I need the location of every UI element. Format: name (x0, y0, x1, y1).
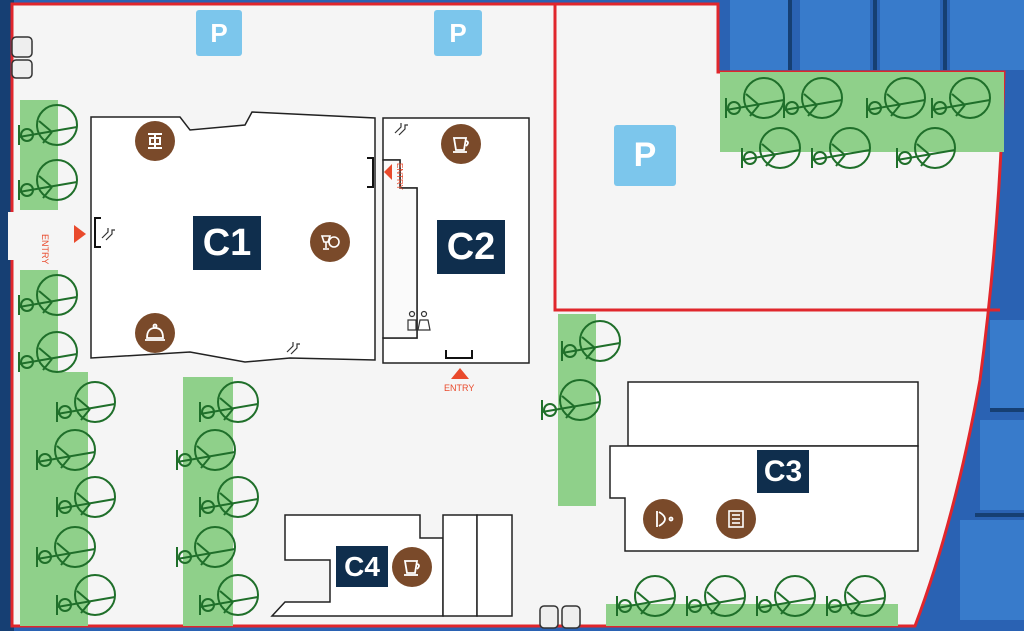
stairs-icon (101, 228, 115, 241)
tree-icon (18, 331, 78, 373)
parking-label: P (210, 17, 228, 48)
building-c4-annex-b (476, 514, 513, 617)
restroom-icon (407, 310, 431, 331)
entry-label-south: ENTRY (444, 383, 475, 393)
drinks-icon[interactable] (310, 222, 350, 262)
tree-icon (56, 476, 116, 518)
restaurant-menu-icon[interactable] (716, 499, 756, 539)
tree-icon (199, 381, 259, 423)
building-label-c1: C1 (193, 216, 261, 270)
building-label-c2: C2 (437, 220, 505, 274)
building-label-c3: C3 (757, 450, 809, 493)
tree-icon (36, 526, 96, 568)
building-label-c4: C4 (336, 546, 388, 587)
parking-lot-boundary (553, 4, 1000, 312)
trees (18, 77, 991, 617)
parking-sign: P (434, 10, 482, 56)
tree-icon (18, 274, 78, 316)
door-c2-south (445, 350, 473, 359)
coffee-cup-icon[interactable] (441, 124, 481, 164)
parking-sign: P (196, 10, 242, 56)
car-icon (11, 36, 33, 79)
stairs-icon (394, 123, 408, 136)
building-c3 (609, 445, 919, 552)
tree-icon (783, 77, 843, 119)
parking-label: P (633, 136, 657, 174)
car-icon (539, 605, 581, 629)
entry-label-east: ENTRY (395, 163, 404, 190)
dumbbell-icon[interactable] (135, 121, 175, 161)
tree-icon (56, 574, 116, 616)
entry-arrow-east (384, 164, 392, 180)
tree-icon (561, 320, 621, 362)
tree-icon (541, 379, 601, 421)
tree-icon (896, 127, 956, 169)
parking-sign: P (614, 125, 676, 186)
tree-icon (176, 429, 236, 471)
tree-icon (826, 575, 886, 617)
coffee-cup-icon[interactable] (392, 547, 432, 587)
tree-icon (811, 127, 871, 169)
tree-icon (756, 575, 816, 617)
parking-label: P (449, 17, 467, 48)
tree-icon (199, 476, 259, 518)
tree-icon (18, 104, 78, 146)
tree-icon (18, 159, 78, 201)
cloche-icon[interactable] (135, 313, 175, 353)
building-c4-annex-a (442, 514, 478, 617)
tree-icon (931, 77, 991, 119)
cloche-icon[interactable] (643, 499, 683, 539)
building-c3-upper (627, 381, 919, 447)
door-c1-east (367, 157, 374, 188)
stairs-icon (286, 342, 300, 355)
entry-arrow-west (74, 225, 86, 243)
tree-icon (56, 381, 116, 423)
tree-icon (176, 526, 236, 568)
tree-icon (866, 77, 926, 119)
tree-icon (686, 575, 746, 617)
entry-label-west: ENTRY (40, 234, 50, 265)
building-c2-annex (382, 159, 418, 339)
tree-icon (199, 574, 259, 616)
tree-icon (741, 127, 801, 169)
door-c1-west (94, 217, 101, 248)
tree-icon (616, 575, 676, 617)
entry-arrow-south (451, 368, 469, 379)
tree-icon (36, 429, 96, 471)
